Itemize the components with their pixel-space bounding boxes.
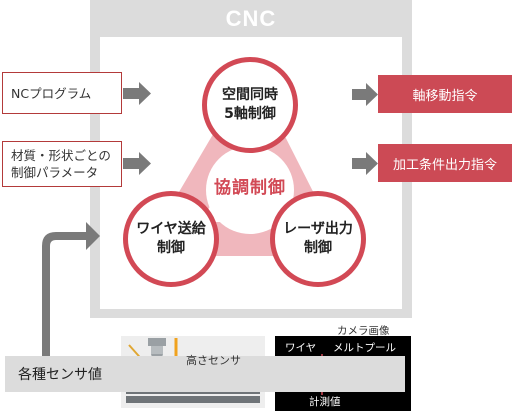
camera-caption: カメラ画像 <box>337 325 390 337</box>
cnc-title: CNC <box>225 6 277 31</box>
output-process-command-label: 加工条件出力指令 <box>392 157 497 173</box>
circle-wire-feed-control: ワイヤ送給 制御 <box>123 191 219 287</box>
input-control-parameters: 材質・形状ごとの 制御パラメータ <box>2 141 122 187</box>
output-process-command: 加工条件出力指令 <box>378 144 512 182</box>
sensor-feedback-arrow <box>42 222 100 356</box>
sensor-bar-label: 各種センサ値 <box>18 367 102 383</box>
sensor-bar <box>5 356 405 392</box>
circle-laser-control: レーザ出力 制御 <box>270 191 366 287</box>
output-axis-command-label: 軸移動指令 <box>412 88 478 104</box>
output-arrow-2 <box>352 152 378 175</box>
coordination-label: 協調制御 <box>214 178 286 198</box>
height-sensor-label: 高さセンサ <box>186 354 241 367</box>
input-arrow-2 <box>123 152 151 175</box>
circle-5axis-label: 空間同時 5軸制御 <box>222 87 278 122</box>
circle-wire-feed-label: ワイヤ送給 制御 <box>136 221 206 256</box>
circle-5axis-control: 空間同時 5軸制御 <box>202 57 298 153</box>
output-arrow-1 <box>352 83 378 106</box>
input-control-parameters-label: 材質・形状ごとの 制御パラメータ <box>11 148 111 180</box>
input-nc-program-label: NCプログラム <box>11 85 92 101</box>
output-axis-command: 軸移動指令 <box>378 75 512 113</box>
coordination-center <box>206 146 294 234</box>
circle-laser-label: レーザ出力 制御 <box>283 221 353 256</box>
input-arrow-1 <box>123 82 151 105</box>
camera-wire-label: ワイヤ <box>285 342 317 354</box>
camera-measurement-label: 計測値 <box>309 396 341 408</box>
input-nc-program: NCプログラム <box>2 72 122 114</box>
camera-melt-pool-label: メルトプール <box>333 342 396 354</box>
